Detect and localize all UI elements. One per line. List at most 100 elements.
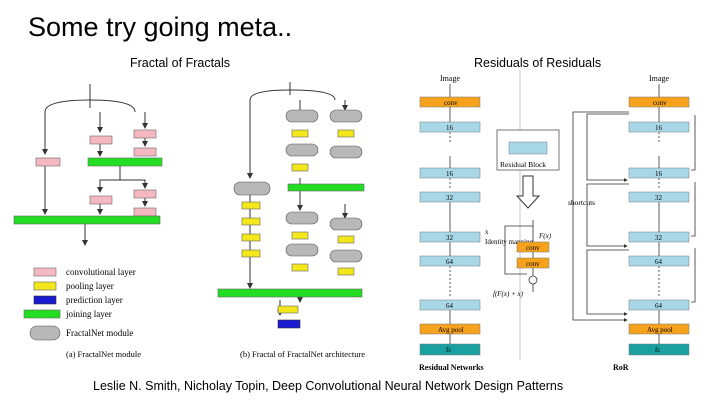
legend-label: FractalNet module [66,328,133,338]
ror-right-block [628,299,690,311]
fractalnet-module [285,211,319,225]
shortcuts-label: shortcuts [568,198,595,207]
pooling-layer [291,263,309,272]
ror-left-conv [419,96,481,108]
pooling-layer [241,249,261,258]
ror-left-block [419,167,481,179]
legend-swatch-join [23,309,61,319]
residuals-of-residuals-figure: Image conv 16 16 32 32 64 64 Avg pool fc… [419,70,696,372]
ror-left-block-label: 16 [446,124,454,132]
ror-left-image: Image [440,74,460,83]
citation: Leslie N. Smith, Nicholay Topin, Deep Co… [93,379,564,393]
caption-b: (b) Fractal of FractalNet architecture [240,349,365,359]
residual-conv-1-label: conv [526,244,540,252]
residual-heading: Residuals of Residuals [474,56,602,70]
sum-node-icon [528,275,538,285]
ror-left-block-label: 64 [446,258,454,266]
identity-mapping-label: Identity mapping [485,238,534,246]
fractal-heading: Fractal of Fractals [130,56,231,70]
residual-conv-1 [516,241,550,253]
legend-swatch-conv [33,267,57,277]
fractalnet-module [285,109,319,123]
ror-right-image: Image [649,74,669,83]
ror-right-block-label: 32 [655,234,663,242]
fx-label: F(x) [538,232,552,240]
ror-right-block [628,191,690,203]
legend-swatch-module [29,325,61,341]
conv-layer [133,207,157,217]
pooling-layer [291,129,309,138]
formula-label: f(F(x) + x) [493,290,524,298]
ror-left-block [419,121,481,133]
fractalnet-module [329,109,363,123]
caption-a: (a) FractalNet module [66,349,141,359]
ror-left-block-label: 64 [446,302,454,310]
ror-right-pool-label: Avg pool [647,326,673,334]
pooling-layer [291,163,309,172]
residual-conv-2 [516,257,550,269]
ror-right-block [628,231,690,243]
ror-right-fc [628,343,690,356]
pooling-layer [241,233,261,242]
ror-left-block [419,191,481,203]
legend-label: joining layer [65,309,112,319]
conv-layer [89,195,113,205]
ror-right-avg-pool [628,323,690,335]
ror-left-block-label: 32 [446,234,454,242]
conv-layer [35,157,61,167]
residual-block-icon [508,141,548,155]
ror-right-block [628,255,690,267]
fractalnet-module [285,243,319,257]
ror-left-fc-label: fc [446,346,451,354]
pooling-layer [337,267,355,276]
slide-title: Some try going meta.. [28,12,293,42]
fractalnet-module [329,249,363,263]
caption-residual-networks: Residual Networks [419,363,484,372]
prediction-layer [277,319,301,329]
conv-layer [133,189,157,199]
fractal-of-fractals-figure: convolutional layer pooling layer predic… [13,82,365,359]
ror-right-block-label: 16 [655,124,663,132]
ror-right-block-label: 64 [655,302,663,310]
residual-block-label: Residual Block [500,160,546,169]
pooling-layer [337,235,355,244]
legend-swatch-prediction [33,295,57,305]
fractalnet-module [233,181,271,196]
ror-left-block-label: 32 [446,194,454,202]
x-label: x [485,228,489,236]
ror-right-block-label: 16 [655,170,663,178]
joining-layer [13,215,161,225]
joining-layer [87,157,163,167]
residual-conv-2-label: conv [526,260,540,268]
ror-right-block-label: 64 [655,258,663,266]
ror-right-block [628,167,690,179]
ror-right-block-label: 32 [655,194,663,202]
ror-left-block [419,231,481,243]
expand-arrow-icon [515,175,541,209]
ror-left-conv-label: conv [444,99,458,107]
ror-left-block-label: 16 [446,170,454,178]
ror-left-block [419,299,481,311]
legend-label: pooling layer [66,281,114,291]
fractalnet-module [285,143,319,157]
fractalnet-module [329,145,363,159]
legend-label: convolutional layer [66,267,136,277]
ror-right-conv [628,96,690,108]
ror-left-avg-pool [419,323,481,335]
ror-right-conv-label: conv [653,99,667,107]
caption-ror: RoR [613,363,629,372]
ror-right-fc-label: fc [655,346,660,354]
pooling-layer [277,305,299,314]
conv-layer [133,147,157,157]
fractalnet-module [329,217,363,231]
ror-left-block [419,255,481,267]
legend-swatch-pool [33,281,57,291]
pooling-layer [291,231,309,240]
joining-layer [287,183,365,192]
joining-layer [217,288,363,298]
ror-left-pool-label: Avg pool [438,326,464,334]
pooling-layer [337,129,355,138]
ror-left-fc [419,343,481,356]
pooling-layer [241,217,261,226]
ror-right-block [628,121,690,133]
